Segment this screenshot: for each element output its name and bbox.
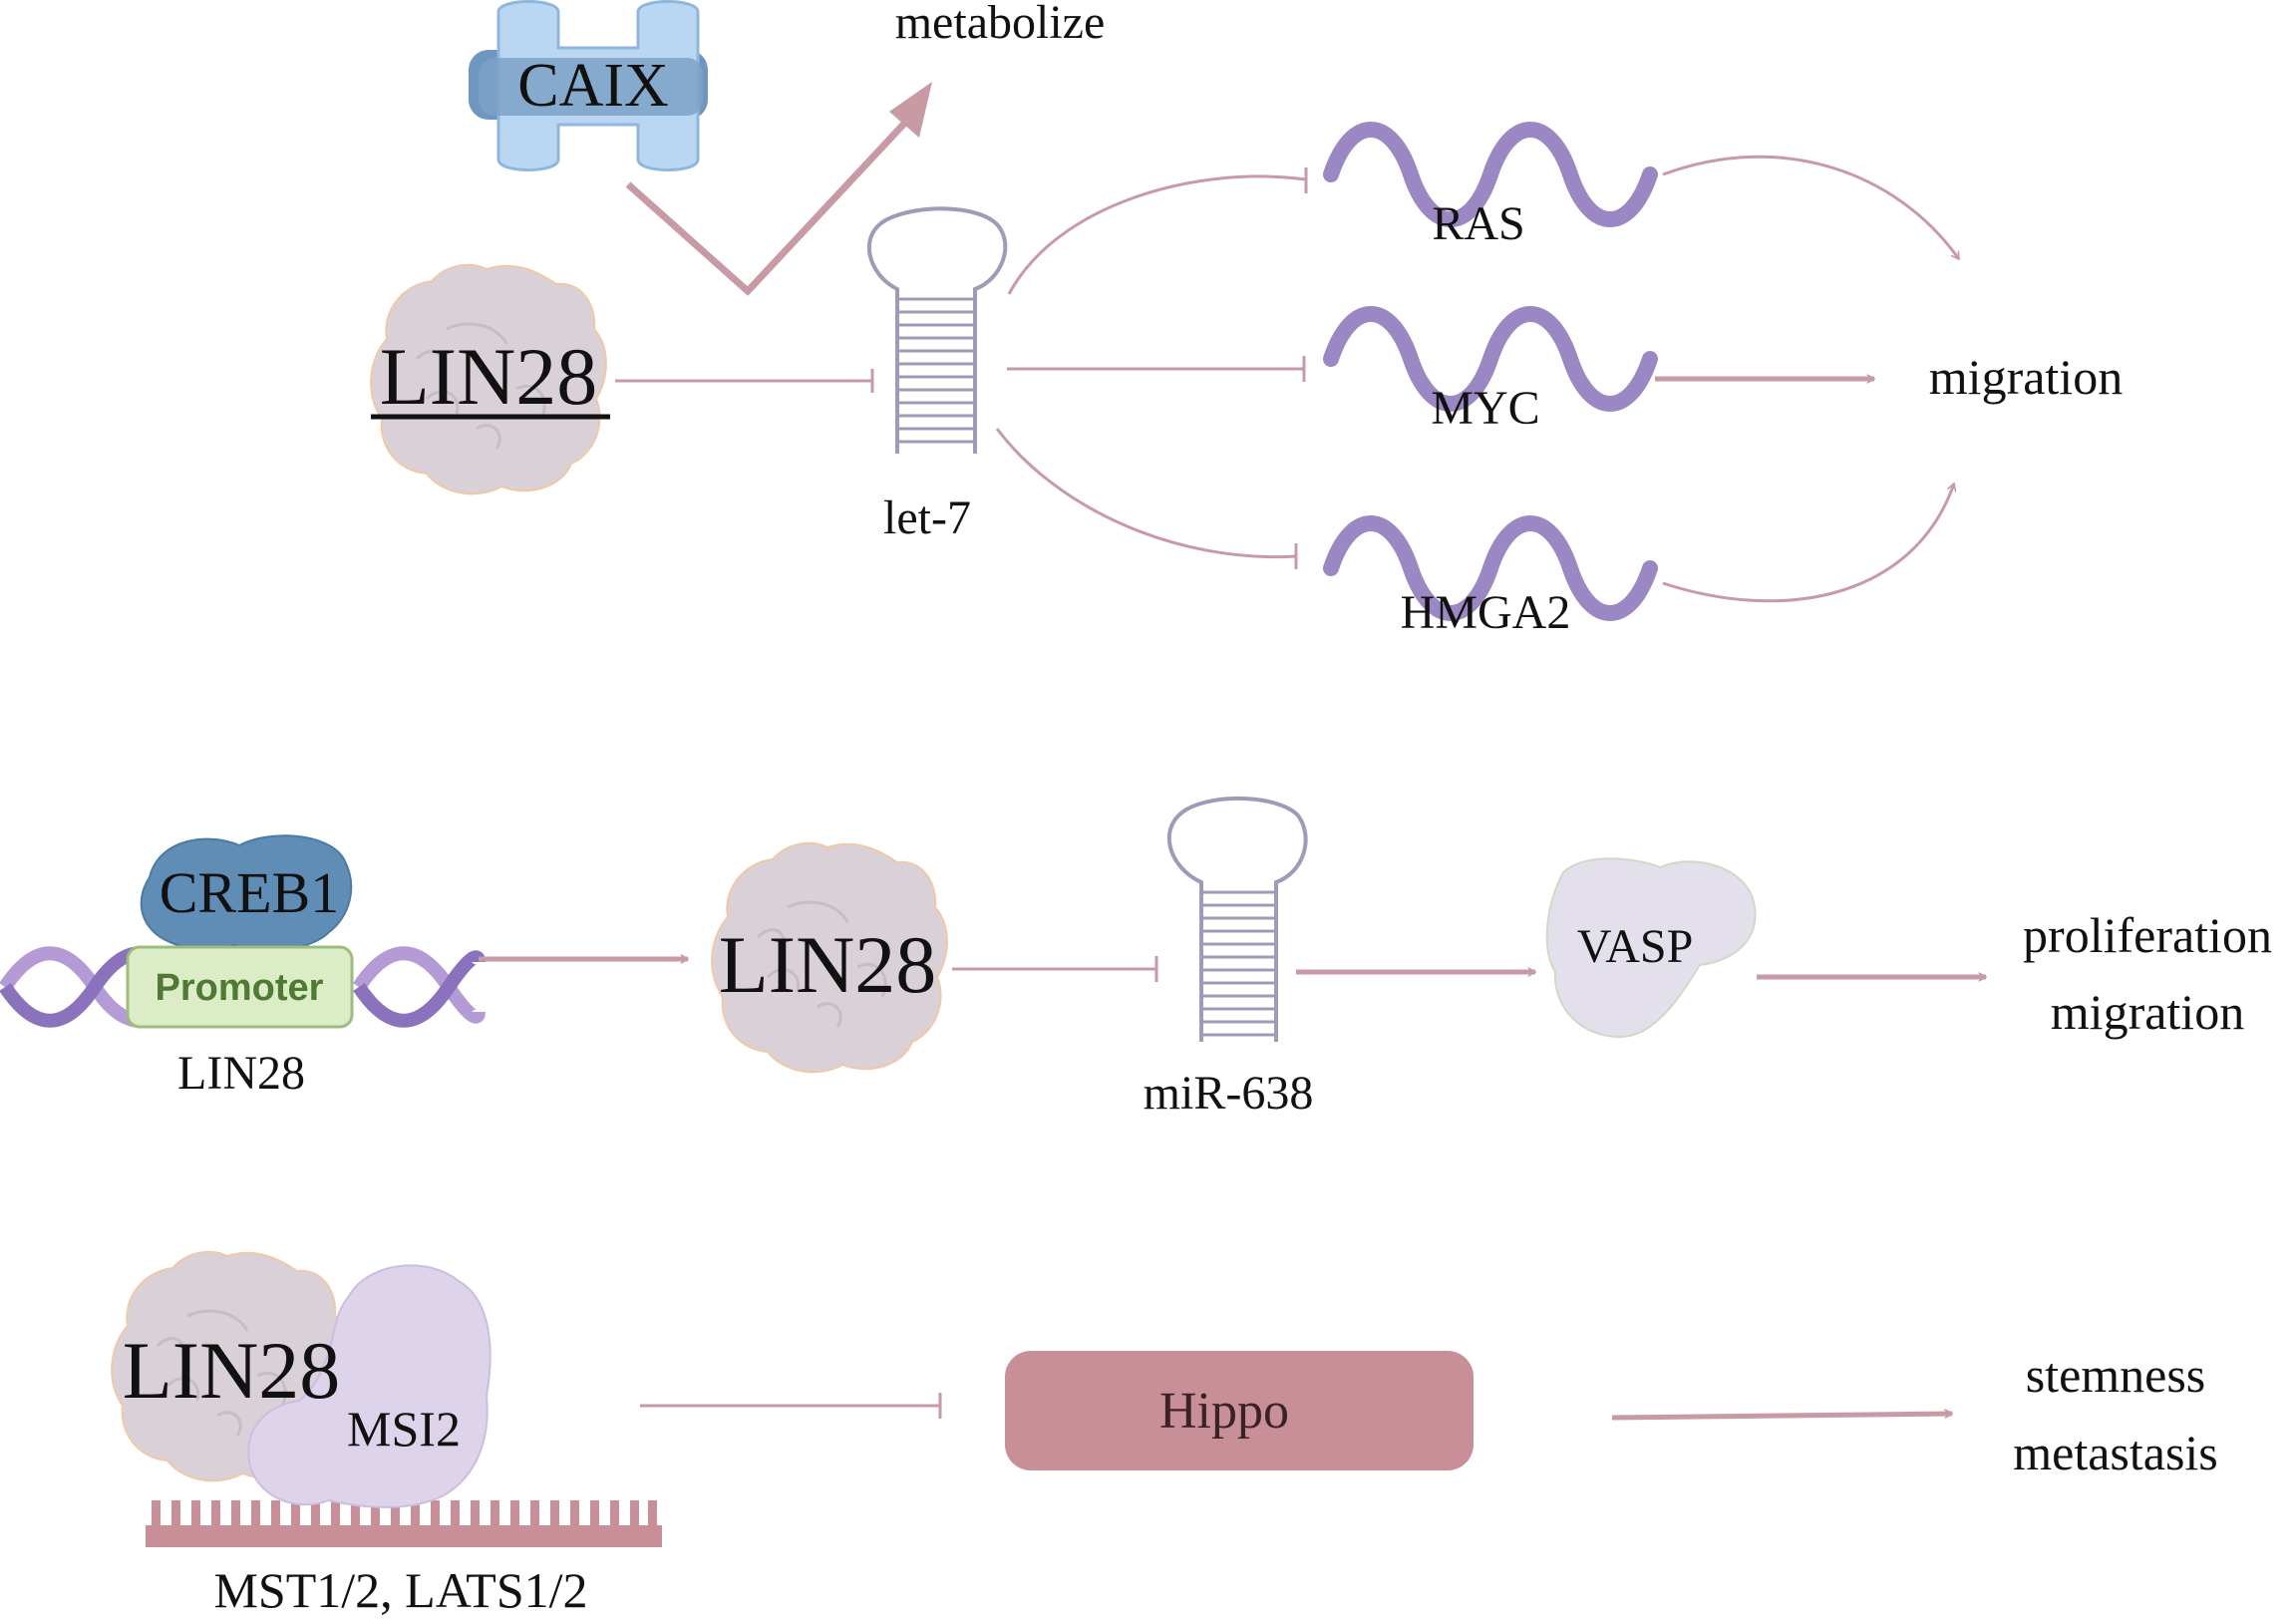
ras-label: RAS [1432,197,1524,250]
let7-hairpin-icon [867,206,1008,454]
mir638-hairpin-icon [1166,796,1308,1042]
mst-lats-label: MST1/2, LATS1/2 [213,1562,587,1618]
msi2-protein-icon [247,1264,492,1508]
panel2-outcome-line1: proliferation [2023,907,2272,963]
hippo-to-outcome-arrow [1611,1414,1952,1421]
vasp-protein-icon [1545,857,1757,1039]
promoter-label: Promoter [156,967,324,1009]
caix-label: CAIX [517,52,669,120]
vasp-label: VASP [1577,920,1694,973]
caix-transporter-icon [469,0,708,171]
mir638-label: miR-638 [1144,1067,1314,1120]
creb1-label: CREB1 [160,860,340,925]
hmga2-to-migration-arrow [1662,484,1954,603]
panel-3-hippo-axis: LIN28 MSI2 MST1/2, LATS1/2 Hippo stemnes… [110,1250,2218,1618]
migration-label: migration [1929,349,2123,405]
let7-inhibits-hmga2 [995,428,1297,559]
lin28-label-bottom: LIN28 [123,1325,341,1416]
msi2-label: MSI2 [347,1401,461,1457]
let7-label: let-7 [883,491,971,544]
lin28-label-top: LIN28 [380,331,598,422]
panel-2-creb1-axis: CREB1 Promoter LIN28 LIN28 miR-638 VASP [0,796,2272,1120]
myc-label: MYC [1431,382,1539,435]
promoter-box [126,945,354,1029]
panel2-outcome-line2: migration [2051,984,2244,1040]
panel-1-let7-axis: CAIX metabolize LIN28 let-7 [369,0,2123,639]
hmga2-label: HMGA2 [1401,586,1571,639]
lin28-gene-label: LIN28 [177,1047,305,1100]
lin28-label-mid: LIN28 [719,919,937,1010]
let7-inhibits-ras [1007,174,1307,295]
metabolize-arrowhead [889,82,932,138]
hippo-box [1005,1351,1474,1470]
mst-lats-comb-icon [146,1500,662,1547]
panel3-outcome-line2: metastasis [2013,1425,2218,1480]
caix-to-metabolize-arrow [625,107,920,296]
metabolize-label: metabolize [895,0,1106,49]
hippo-label: Hippo [1159,1383,1289,1440]
ras-to-migration-arrow [1662,155,1961,259]
creb1-protein-icon [140,834,353,952]
panel3-outcome-line1: stemness [2026,1347,2206,1403]
